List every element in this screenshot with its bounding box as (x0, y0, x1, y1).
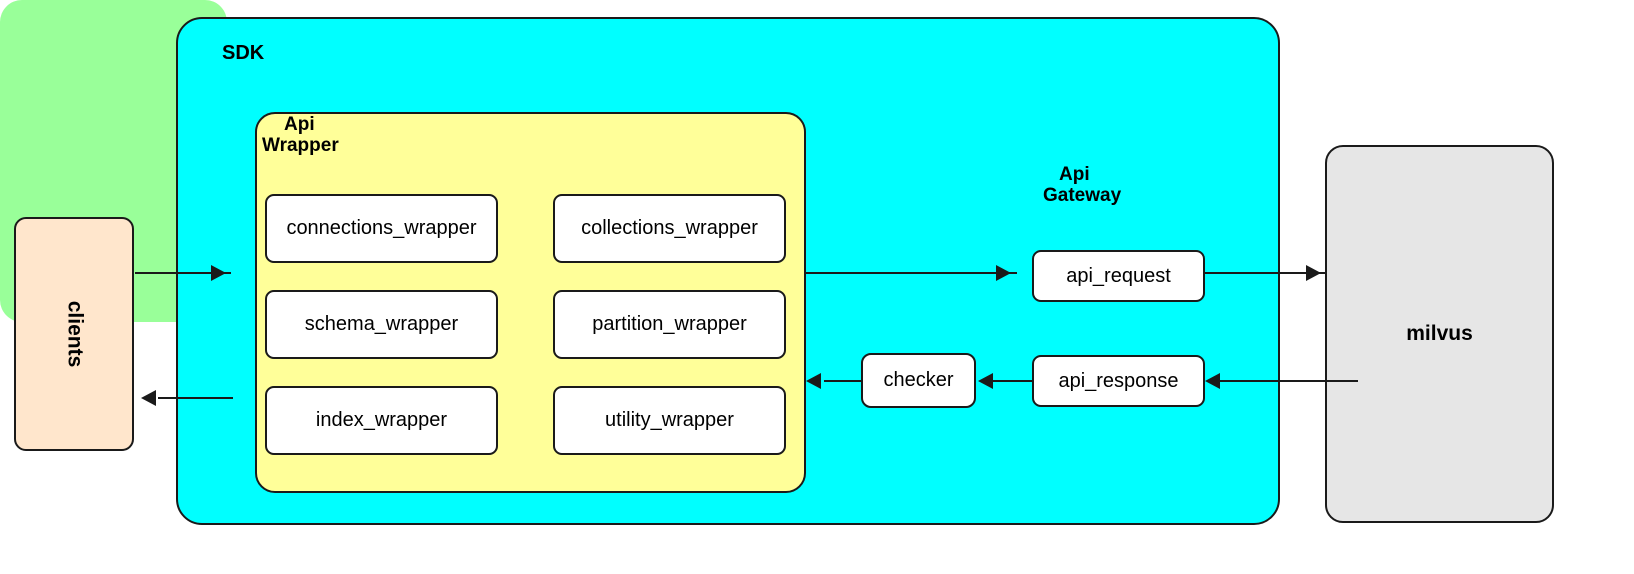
edge-clients-to-api-wrapper (135, 272, 231, 274)
node-milvus[interactable]: milvus (1325, 145, 1554, 523)
node-utility-wrapper-label: utility_wrapper (605, 409, 734, 431)
node-api-response[interactable]: api_response (1032, 355, 1205, 407)
arrowhead-milvus-to-api-response (1205, 373, 1220, 389)
node-clients[interactable]: clients (14, 217, 134, 451)
arrowhead-api-wrapper-to-clients (141, 390, 156, 406)
edge-api-wrapper-to-api-request (805, 272, 1017, 274)
node-clients-label: clients (63, 300, 86, 368)
node-checker[interactable]: checker (861, 353, 976, 408)
node-utility-wrapper[interactable]: utility_wrapper (553, 386, 786, 455)
node-schema-wrapper[interactable]: schema_wrapper (265, 290, 498, 359)
node-api-request[interactable]: api_request (1032, 250, 1205, 302)
node-schema-wrapper-label: schema_wrapper (304, 313, 459, 335)
node-partition-wrapper[interactable]: partition_wrapper (553, 290, 786, 359)
edge-milvus-to-api-response (1208, 380, 1358, 382)
edge-api-response-to-checker (993, 380, 1032, 382)
node-connections-wrapper-label: connections_wrapper (286, 217, 477, 239)
edge-api-wrapper-to-clients (158, 397, 233, 399)
arrowhead-checker-to-api-wrapper (806, 373, 821, 389)
node-connections-wrapper[interactable]: connections_wrapper (265, 194, 498, 263)
node-checker-label: checker (883, 369, 954, 391)
node-api-response-label: api_response (1058, 369, 1179, 392)
edge-checker-to-api-wrapper (824, 380, 861, 382)
arrowhead-clients-to-api-wrapper (211, 265, 226, 281)
sdk-container-label: SDK (222, 42, 265, 64)
node-api-request-label: api_request (1066, 264, 1171, 287)
arrowhead-api-response-to-checker (978, 373, 993, 389)
node-index-wrapper[interactable]: index_wrapper (265, 386, 498, 455)
node-collections-wrapper[interactable]: collections_wrapper (553, 194, 786, 263)
node-index-wrapper-label: index_wrapper (315, 409, 448, 431)
node-milvus-label: milvus (1406, 322, 1473, 345)
node-collections-wrapper-label: collections_wrapper (581, 217, 758, 239)
edge-api-request-to-milvus (1204, 272, 1326, 274)
api-gateway-container-label: Api Gateway (1043, 164, 1122, 207)
node-partition-wrapper-label: partition_wrapper (592, 313, 747, 335)
api-wrapper-container-label: Api Wrapper (262, 114, 339, 157)
arrowhead-api-wrapper-to-api-request (996, 265, 1011, 281)
arrowhead-api-request-to-milvus (1306, 265, 1321, 281)
